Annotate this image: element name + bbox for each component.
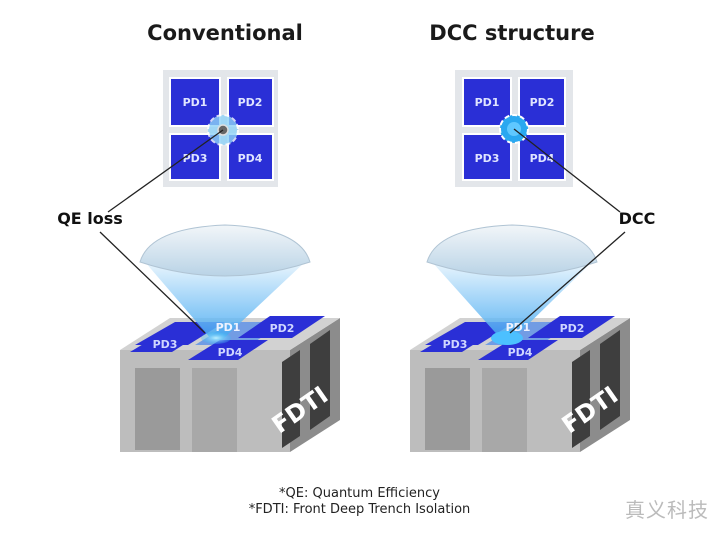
panel-title: DCC structure — [429, 21, 594, 45]
microlens — [426, 224, 598, 277]
callout-label: QE loss — [57, 209, 123, 228]
pixel-top-view: PD1 PD2 PD3 PD4 — [455, 70, 573, 187]
pixel-label: PD1 — [506, 321, 531, 334]
pixel-label: PD4 — [238, 152, 263, 165]
watermark: 真义科技 — [625, 498, 709, 522]
pixel-label: PD2 — [560, 322, 585, 335]
panel-title: Conventional — [147, 21, 303, 45]
pixel-label: PD2 — [270, 322, 295, 335]
footnote-qe: *QE: Quantum Efficiency — [279, 486, 440, 501]
pixel-label: PD2 — [530, 96, 555, 109]
microlens — [139, 224, 311, 277]
panel-conventional: Conventional PD1 PD2 PD3 PD4 QE loss — [57, 21, 340, 452]
pixel-label: PD3 — [183, 152, 208, 165]
panel-dcc: DCC structure PD1 PD2 PD3 PD4 DCC — [410, 21, 655, 452]
pixel-label: PD4 — [218, 346, 243, 359]
pixel-label: PD1 — [216, 321, 241, 334]
pixel-label: PD1 — [183, 96, 208, 109]
pixel-label: PD3 — [443, 338, 468, 351]
callout-label: DCC — [619, 209, 656, 228]
pixel-top-view: PD1 PD2 PD3 PD4 — [163, 70, 278, 187]
pixel-3d-view: PD3 PD2 PD4 FDTI PD1 — [120, 224, 340, 452]
pixel-label: PD4 — [508, 346, 533, 359]
pixel-label: PD2 — [238, 96, 263, 109]
pixel-label: PD3 — [153, 338, 178, 351]
footnote-fdti: *FDTI: Front Deep Trench Isolation — [248, 502, 471, 517]
pixel-3d-view: PD3 PD2 PD4 FDTI PD1 — [410, 224, 630, 452]
pixel-label: PD3 — [475, 152, 500, 165]
pixel-label: PD1 — [475, 96, 500, 109]
